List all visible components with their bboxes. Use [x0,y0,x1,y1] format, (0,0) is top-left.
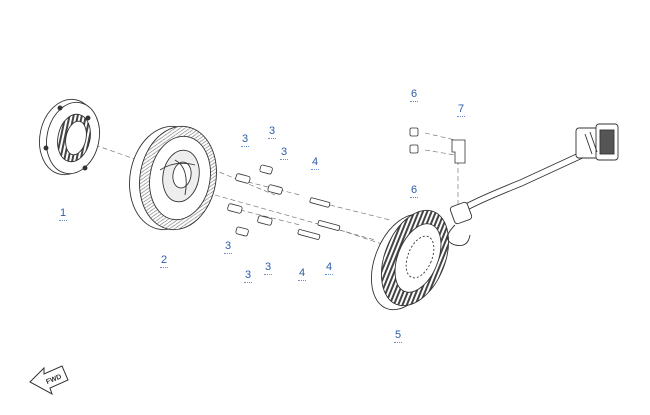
callout-4b[interactable]: 4 [298,267,307,281]
callout-2[interactable]: 2 [160,254,169,268]
wire-harness-part[interactable] [447,123,619,246]
bearing-seal-part[interactable] [33,94,106,180]
callout-3b[interactable]: 3 [268,125,277,139]
stator-coil-part[interactable] [358,200,461,319]
stator-bolts[interactable] [297,197,341,240]
callout-3c[interactable]: 3 [280,146,289,160]
wire-clamp-part[interactable] [451,139,466,164]
rotor-bolts[interactable] [227,164,283,237]
callout-3d[interactable]: 3 [224,240,233,254]
callout-4c[interactable]: 4 [325,261,334,275]
callout-3e[interactable]: 3 [264,261,273,275]
callout-7[interactable]: 7 [457,103,466,117]
flywheel-rotor-part[interactable] [122,120,225,236]
callout-6a[interactable]: 6 [410,88,419,102]
callout-3f[interactable]: 3 [244,269,253,283]
pickup-screws[interactable] [409,127,419,154]
callout-6b[interactable]: 6 [410,184,419,198]
callout-4a[interactable]: 4 [311,156,320,170]
callout-5[interactable]: 5 [394,329,403,343]
forward-arrow-icon: FWD [29,365,69,396]
callout-3a[interactable]: 3 [241,133,250,147]
callout-1[interactable]: 1 [59,207,68,221]
